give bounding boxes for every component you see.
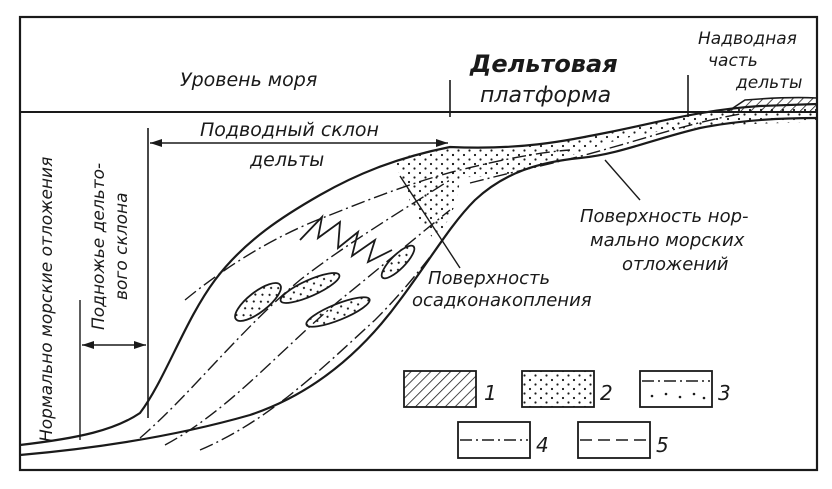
legend-number-1: 1 (484, 381, 497, 405)
legend: 1 2 3 4 5 (403, 370, 731, 459)
diagram-frame (18, 15, 819, 472)
internal-bed-line-4 (184, 149, 571, 301)
legend-number-4: 4 (536, 433, 549, 457)
delta-platform-label-1: Дельтовая (469, 50, 618, 78)
underwater-slope-arrowhead-right (436, 139, 448, 147)
underwater-slope-label-2: дельты (249, 149, 324, 171)
zigzag-interfingering (299, 214, 393, 264)
internal-bed-line-3 (199, 229, 451, 451)
underwater-slope-label-1: Подводный склон (200, 119, 379, 141)
sea-level-label: Уровень моря (180, 69, 317, 91)
slope-foot-arrowhead-left (82, 341, 94, 349)
normal-marine-vertical-label: Нормально морские отложения (37, 157, 57, 442)
sedimentation-leader (399, 175, 461, 269)
normal-surface-leader (604, 159, 641, 201)
delta-platform-label-2: платформа (480, 83, 611, 108)
slope-foot-label-1: Подножье дельто- (89, 163, 109, 330)
above-water-label-2: часть (708, 51, 758, 71)
legend-swatch-2 (521, 370, 595, 408)
sedimentation-label-1: Поверхность (428, 268, 550, 289)
legend-swatch-3-dots (650, 392, 706, 400)
above-water-label-3: дельты (735, 73, 802, 93)
slope-sand-zone (395, 147, 460, 240)
legend-swatch-3 (639, 370, 713, 408)
underwater-slope-arrowhead-left (150, 139, 162, 147)
slope-foot-arrowhead-right (134, 341, 146, 349)
legend-number-2: 2 (600, 381, 613, 405)
normal-surface-label-1: Поверхность нор- (580, 206, 749, 227)
normal-surface-label-3: отложений (622, 254, 729, 275)
sedimentation-label-2: осадконакопления (412, 290, 592, 311)
slope-foot-label-2: вого склона (112, 192, 132, 300)
legend-number-3: 3 (718, 381, 731, 405)
lower-surface-line (19, 116, 818, 457)
internal-bed-line-1 (139, 179, 451, 439)
sand-lenses (234, 244, 416, 328)
above-water-label-1: Надводная (698, 29, 797, 49)
internal-bed-line-2 (164, 209, 451, 446)
legend-number-5: 5 (656, 433, 669, 457)
internal-bed-line-5 (469, 113, 741, 184)
normal-surface-label-2: мально морских (590, 230, 745, 251)
legend-swatch-1 (403, 370, 477, 408)
upper-surface-line (19, 102, 818, 447)
